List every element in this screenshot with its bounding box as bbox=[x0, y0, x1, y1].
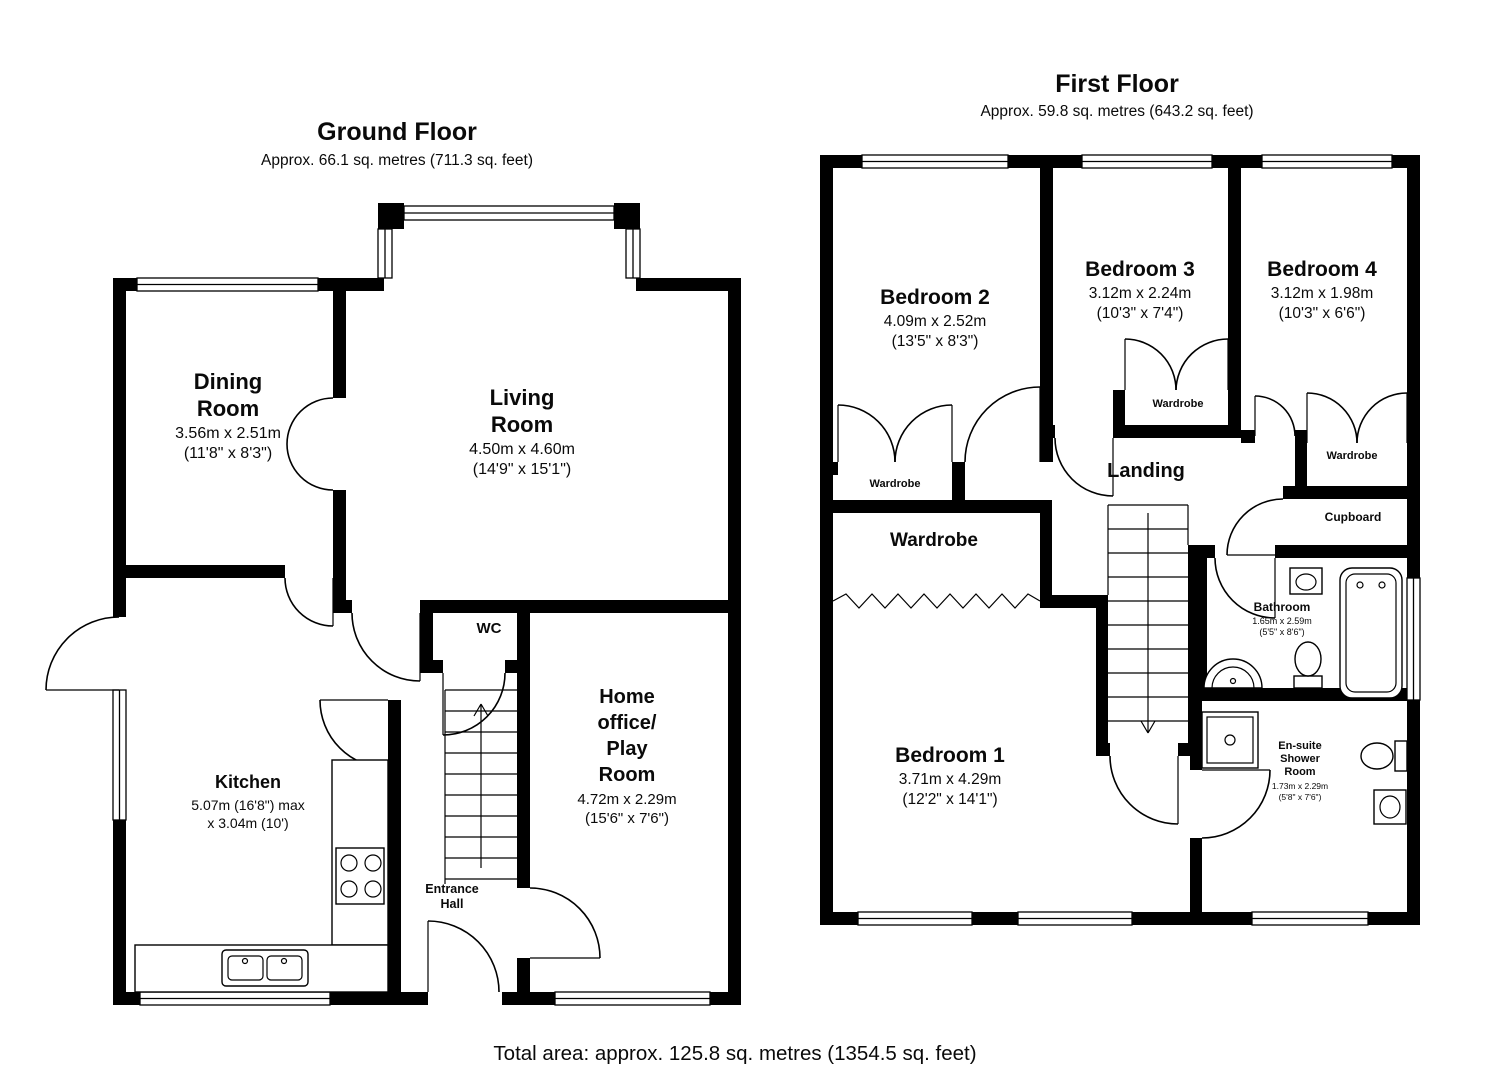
ground-outer-walls bbox=[113, 203, 741, 1005]
room-label-wc: WC bbox=[476, 620, 502, 637]
room-label-cupboard: Cupboard bbox=[1324, 510, 1382, 524]
room-label-kitchen: Kitchen bbox=[214, 772, 282, 792]
room-label-bedroom3: Bedroom 3 bbox=[1085, 258, 1195, 281]
wardrobe-doors-bedroom4 bbox=[1306, 392, 1408, 444]
bathroom-basin-icon bbox=[1203, 658, 1263, 689]
room-label-bathroom: Bathroom bbox=[1253, 600, 1311, 614]
ground-floor-plan bbox=[45, 203, 741, 1006]
stairs-up-arrow bbox=[473, 703, 489, 868]
room-label-bedroom2: Bedroom 2 bbox=[880, 286, 990, 309]
open-divider-zigzag bbox=[832, 593, 1041, 609]
room-dims-bedroom2: 4.09m x 2.52m (13'5" x 8'3") bbox=[883, 313, 987, 350]
staircase-up bbox=[444, 689, 517, 884]
room-dims-living: 4.50m x 4.60m (14'9" x 15'1") bbox=[469, 441, 575, 478]
shower-icon bbox=[1201, 711, 1259, 769]
first-doors bbox=[964, 386, 1296, 839]
room-label-bedroom4: Bedroom 4 bbox=[1267, 258, 1377, 281]
room-label-wardrobe-b2: Wardrobe bbox=[869, 478, 921, 490]
ground-interior-walls bbox=[113, 278, 741, 1005]
ground-floor-title: Ground Floor bbox=[317, 118, 477, 146]
first-outer-walls bbox=[820, 155, 1420, 925]
staircase-down bbox=[1107, 504, 1189, 734]
first-windows bbox=[857, 154, 1421, 926]
bathtub-icon bbox=[1339, 567, 1403, 699]
room-label-wardrobe-b4: Wardrobe bbox=[1326, 450, 1378, 462]
first-floor-subtitle: Approx. 59.8 sq. metres (643.2 sq. feet) bbox=[980, 103, 1254, 120]
stairs-down-arrow bbox=[1140, 513, 1156, 734]
ground-doors bbox=[45, 397, 601, 993]
room-label-landing: Landing bbox=[1107, 460, 1185, 482]
room-label-living: Living Room bbox=[489, 385, 555, 437]
room-label-wardrobe-b3: Wardrobe bbox=[1152, 398, 1204, 410]
first-floor-plan bbox=[820, 154, 1421, 926]
bathroom-toilet-icon bbox=[1293, 641, 1323, 689]
room-dims-dining: 3.56m x 2.51m (11'8" x 8'3") bbox=[175, 425, 281, 462]
room-dims-bedroom1: 3.71m x 4.29m (12'2" x 14'1") bbox=[898, 771, 1002, 808]
room-label-entrance-hall: Entrance Hall bbox=[425, 882, 479, 911]
ensuite-sink-icon bbox=[1373, 789, 1407, 825]
ground-floor-subtitle: Approx. 66.1 sq. metres (711.3 sq. feet) bbox=[261, 152, 533, 169]
total-area-text: Total area: approx. 125.8 sq. metres (13… bbox=[493, 1042, 977, 1065]
wardrobe-doors-bedroom3 bbox=[1124, 338, 1229, 391]
bathroom-sink-icon bbox=[1289, 567, 1323, 595]
room-dims-bedroom3: 3.12m x 2.24m (10'3" x 7'4") bbox=[1088, 285, 1192, 322]
stove-icon bbox=[335, 847, 385, 905]
ensuite-toilet-icon bbox=[1360, 740, 1408, 772]
room-dims-bathroom: 1.65m x 2.59m (5'5" x 8'6") bbox=[1252, 616, 1312, 637]
ground-windows bbox=[112, 205, 711, 1006]
room-label-dining: Dining Room bbox=[193, 369, 263, 421]
room-label-bedroom1: Bedroom 1 bbox=[895, 744, 1005, 767]
kitchen-sink-icon bbox=[221, 949, 309, 987]
first-floor-title: First Floor bbox=[1055, 70, 1179, 98]
room-label-ensuite: En-suite Shower Room bbox=[1278, 740, 1322, 778]
wardrobe-doors-bedroom2 bbox=[837, 404, 953, 463]
room-dims-kitchen: 5.07m (16'8") max x 3.04m (10') bbox=[191, 797, 305, 831]
room-dims-bedroom4: 3.12m x 1.98m (10'3" x 6'6") bbox=[1270, 285, 1374, 322]
room-label-wardrobe-walkin: Wardrobe bbox=[890, 530, 978, 551]
room-label-home-office: Home office/ Play Room bbox=[597, 686, 657, 786]
room-dims-ensuite: 1.73m x 2.29m (5'8" x 7'6") bbox=[1271, 781, 1329, 802]
room-dims-home-office: 4.72m x 2.29m (15'6" x 7'6") bbox=[577, 791, 677, 827]
